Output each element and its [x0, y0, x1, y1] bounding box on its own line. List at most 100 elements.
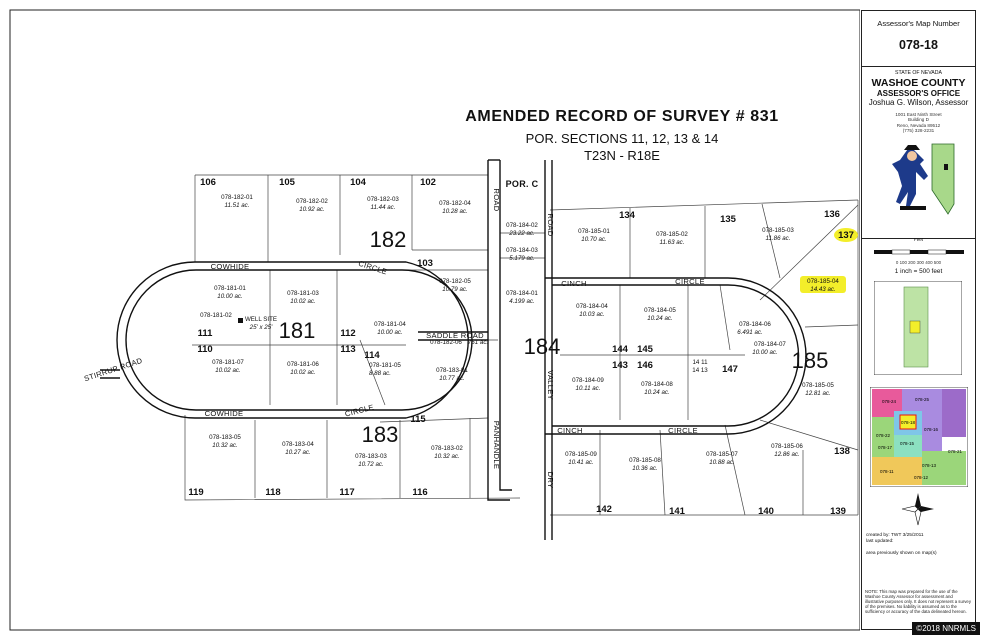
acre-label: 10.00 ac. [377, 329, 402, 336]
office-address: 1001 East Ninth Street Building D Reno, … [862, 112, 975, 134]
lot-140: 140 [758, 506, 774, 517]
vicinity-map: 078-24 078-25 078-22 078-17 078-18 078-1… [870, 387, 968, 487]
apn-label: 078-185-09 [565, 451, 597, 458]
acre-label: 10.36 ac. [632, 465, 657, 472]
roads [100, 159, 807, 540]
map-subtitle-sections: POR. SECTIONS 11, 12, 13 & 14 [526, 131, 719, 146]
state-label: STATE OF NEVADA [895, 70, 942, 76]
acre-label: 10.28 ac. [442, 208, 467, 215]
lot-105: 105 [279, 177, 296, 188]
apn-label: 078-181-05 [369, 362, 401, 369]
street-stirrup-road: STIRRUP ROAD [83, 356, 144, 383]
lot-138: 138 [834, 446, 850, 457]
apn-label: 078-182-02 [296, 198, 328, 205]
acre-label: 10.88 ac. [709, 459, 734, 466]
vicinity-label: 078-13 [922, 463, 937, 468]
acre-label: 10.32 ac. [212, 442, 237, 449]
acre-label: 11.44 ac. [371, 204, 396, 211]
lot-102: 102 [420, 177, 436, 188]
section-corner-14-11: 14 11 [692, 359, 708, 366]
lot-104: 104 [350, 177, 367, 188]
acre-label: 14.43 ac. [810, 286, 835, 293]
disclaimer-note: NOTE: This map was prepared for the use … [865, 589, 971, 614]
address-line-2: Building D [908, 117, 929, 123]
nevada-outline-icon [931, 143, 955, 215]
map-number-box: Assessor's Map Number 078-18 [862, 11, 975, 67]
apn-label: 078-185-02 [656, 231, 688, 238]
acre-label: 5.179 ac. [509, 255, 534, 262]
apn-label: 078-183-03 [355, 453, 387, 460]
apn-label: 078-184-09 [572, 377, 604, 384]
apn-label: 078-182-01 [221, 194, 253, 201]
vicinity-label: 078-16 [924, 427, 939, 432]
assessor-office-box: STATE OF NEVADA WASHOE COUNTY ASSESSOR'S… [862, 67, 975, 239]
scale-ratio: 1 inch = 500 feet [894, 268, 943, 275]
apn-label: 078-184-06 [739, 321, 771, 328]
office-phone: (775) 328-2231 [902, 128, 935, 134]
title-block: Assessor's Map Number 078-18 STATE OF NE… [861, 10, 976, 630]
apn-label: 078-183-02 [431, 445, 463, 452]
street-cinch-bottom: CINCH [557, 426, 583, 435]
apn-label: 078-185-04 [807, 278, 839, 285]
acre-label: 23.22 ac. [508, 230, 534, 237]
block-184: 184 [524, 334, 561, 359]
vicinity-label: 078-11 [880, 469, 894, 474]
acre-label: 12.81 ac. [805, 390, 830, 397]
lot-147: 147 [722, 364, 738, 375]
apn-label: 078-185-07 [706, 451, 738, 458]
section-corner-14-13: 14 13 [692, 367, 708, 374]
acre-label: 10.00 ac. [217, 293, 242, 300]
apn-label: 078-184-04 [576, 303, 608, 310]
apn-label: 078-184-03 [506, 247, 538, 254]
highlight-137 [834, 228, 858, 242]
lot-110: 110 [197, 344, 212, 355]
apn-label: 078-181-04 [374, 321, 406, 328]
office-label: ASSESSOR'S OFFICE [876, 89, 961, 98]
mascot-figure-icon [892, 145, 928, 206]
apn-label: 078-183-05 [209, 434, 241, 441]
street-road-vertical-right: ROAD [546, 213, 555, 236]
apn-label: 078-185-01 [578, 228, 610, 235]
map-number: 078-18 [899, 38, 938, 52]
apn-label: 078-184-05 [644, 307, 676, 314]
vicinity-label: 078-21 [948, 449, 963, 454]
apn-label: 078-182-05 [439, 278, 471, 285]
vicinity-label: 078-17 [878, 445, 893, 450]
well-site-marker [238, 318, 243, 323]
map-subtitle-township: T23N - R18E [584, 148, 660, 163]
lot-numbers: 106 105 104 102 103 111 110 112 113 114 … [188, 177, 854, 517]
acre-label: 10.11 ac. [576, 385, 601, 392]
map-number-heading: Assessor's Map Number [877, 19, 960, 28]
acre-label: 10.32 ac. [434, 453, 459, 460]
apn-label: 078-184-07 [754, 341, 786, 348]
apn-label: 078-182-03 [367, 196, 399, 203]
lot-143: 143 [612, 360, 628, 371]
apn-label: 078-182-04 [439, 200, 471, 207]
map-history: created by: TWT 3/25/2011 last updated: … [862, 533, 975, 557]
highlight-apn-185-04 [800, 276, 846, 293]
county-mascot-logo [892, 143, 955, 215]
last-updated-label: last updated: [866, 539, 894, 544]
apn-label: 078-185-06 [771, 443, 803, 450]
lot-118: 118 [265, 487, 280, 498]
well-site-dims: 25' x 25' [249, 324, 273, 331]
vicinity-label: 078-22 [876, 433, 891, 438]
apn-label: 078-185-08 [629, 457, 661, 464]
lot-142: 142 [596, 504, 612, 515]
apn-label: 078-183-01 [436, 367, 468, 374]
apn-label: 078-184-02 [506, 222, 538, 229]
street-circle-top-right: CIRCLE [675, 277, 705, 286]
acre-label: 11.86 ac. [766, 235, 791, 242]
street-circle-bottom-left: CIRCLE [344, 403, 375, 419]
scale-ticks: 0 100 200 300 400 500 [895, 260, 942, 265]
lot-111: 111 [198, 328, 214, 339]
acre-label: 10.24 ac. [644, 389, 669, 396]
well-site-label: WELL SITE [245, 316, 277, 323]
apn-label: 078-185-03 [762, 227, 794, 234]
acre-label: 10.77 ac. [439, 375, 464, 382]
street-cinch-top: CINCH [561, 279, 587, 288]
acre-label: 10.92 ac. [299, 206, 324, 213]
scale-feet-label: Feet [913, 237, 924, 242]
block-185: 185 [792, 348, 829, 373]
block-183: 183 [362, 422, 399, 447]
